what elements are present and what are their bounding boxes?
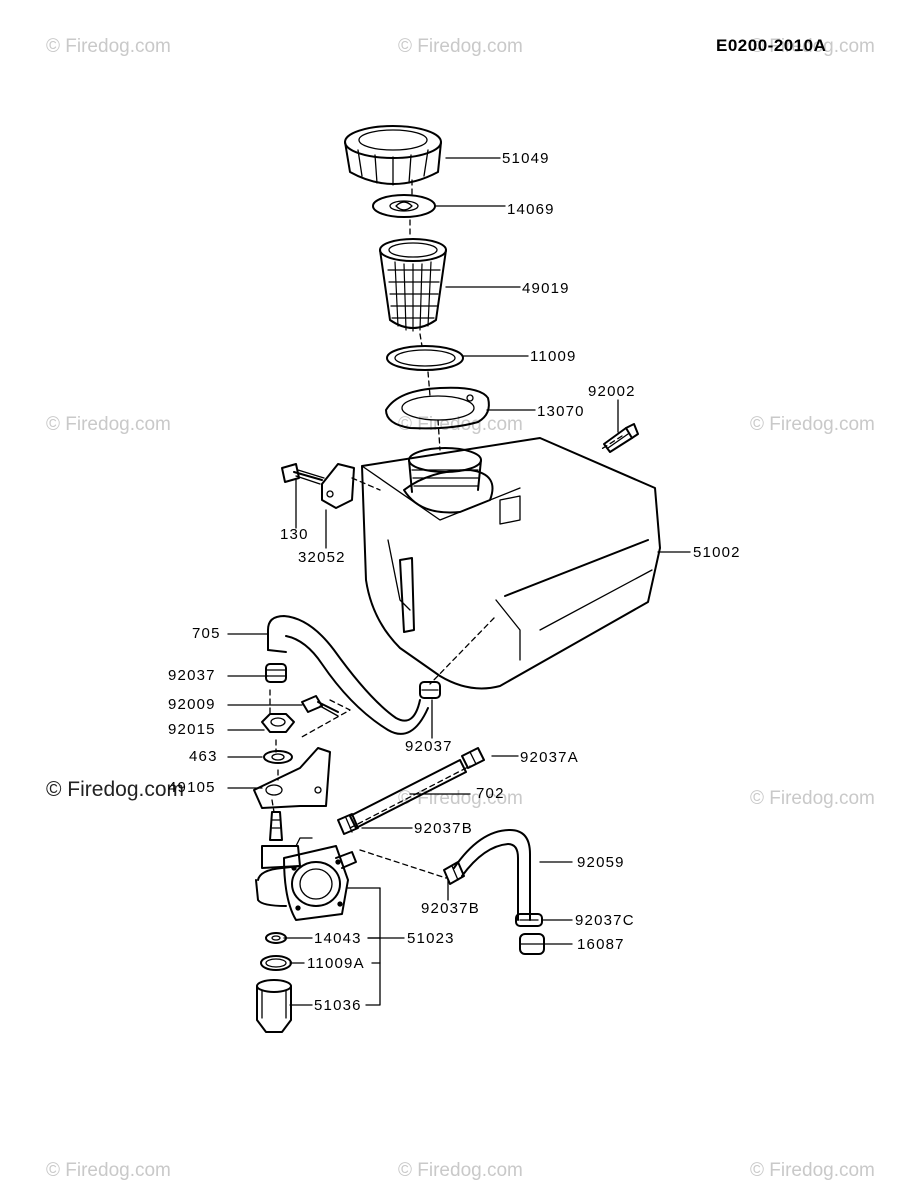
watermark: © Firedog.com	[398, 1160, 523, 1181]
label-92059: 92059	[577, 854, 625, 871]
label-92037-mid: 92037	[405, 738, 453, 755]
filler-plate	[385, 386, 490, 430]
filter-16087	[519, 933, 545, 955]
fuel-tank	[361, 437, 661, 690]
watermark: © Firedog.com	[398, 36, 523, 57]
label-32052: 32052	[298, 549, 346, 566]
label-16087: 16087	[577, 936, 625, 953]
label-51002: 51002	[693, 544, 741, 561]
label-92037C: 92037C	[575, 912, 635, 929]
cap-packing	[372, 194, 436, 218]
label-14069: 14069	[507, 201, 555, 218]
watermark: © Firedog.com	[46, 414, 171, 435]
watermark: © Firedog.com	[750, 1160, 875, 1181]
clamp-92037-mid	[419, 681, 441, 699]
label-463: 463	[189, 748, 218, 765]
bolt-130	[281, 463, 325, 485]
gasket-ring	[386, 345, 464, 371]
washer-463	[263, 750, 293, 764]
fuel-pump	[255, 811, 357, 921]
label-11009: 11009	[530, 348, 577, 365]
clamp-92037-left	[265, 663, 287, 683]
watermark: © Firedog.com	[750, 414, 875, 435]
bracket-49105	[253, 747, 331, 809]
label-92015: 92015	[168, 721, 216, 738]
label-92037B-lower: 92037B	[421, 900, 480, 917]
label-14043: 14043	[314, 930, 362, 947]
label-92009: 92009	[168, 696, 216, 713]
label-92037A: 92037A	[520, 749, 579, 766]
label-11009A: 11009A	[307, 955, 365, 972]
hose-702	[349, 759, 467, 829]
label-130: 130	[280, 526, 309, 543]
hose-92059	[453, 829, 531, 921]
leader-lines	[227, 157, 691, 1006]
fuel-cap	[344, 125, 442, 186]
clamp-92037B-lower	[443, 861, 465, 885]
watermark-dark: © Firedog.com	[46, 778, 185, 801]
watermark: © Firedog.com	[398, 788, 523, 809]
label-92037-left: 92037	[168, 667, 216, 684]
stud-92009	[301, 695, 339, 717]
diagram-code: E0200-2010A	[716, 36, 827, 55]
watermark: © Firedog.com	[46, 36, 171, 57]
label-51023: 51023	[407, 930, 455, 947]
washer-14043	[265, 932, 287, 944]
label-51049: 51049	[502, 150, 550, 167]
label-92037B-upper: 92037B	[414, 820, 473, 837]
center-line	[409, 179, 441, 451]
bracket-32052	[321, 463, 355, 509]
fuel-strainer	[379, 238, 447, 332]
label-705: 705	[192, 625, 221, 642]
nut-92015	[261, 713, 295, 733]
label-49019: 49019	[522, 280, 570, 297]
watermark: © Firedog.com	[46, 1160, 171, 1181]
label-51036: 51036	[314, 997, 362, 1014]
clamp-92037B-upper	[337, 813, 359, 835]
hose-705	[267, 615, 429, 735]
watermark: © Firedog.com	[750, 788, 875, 809]
label-702: 702	[476, 785, 505, 802]
sediment-cup-51036	[256, 979, 292, 1033]
o-ring-11009A	[260, 955, 292, 971]
drain-plug	[603, 423, 639, 453]
label-13070: 13070	[537, 403, 585, 420]
clamp-92037C	[515, 913, 543, 927]
clamp-92037A	[461, 747, 485, 769]
label-49105: 49105	[168, 779, 216, 796]
label-92002: 92002	[588, 383, 636, 400]
watermark: © Firedog.com	[750, 36, 875, 57]
